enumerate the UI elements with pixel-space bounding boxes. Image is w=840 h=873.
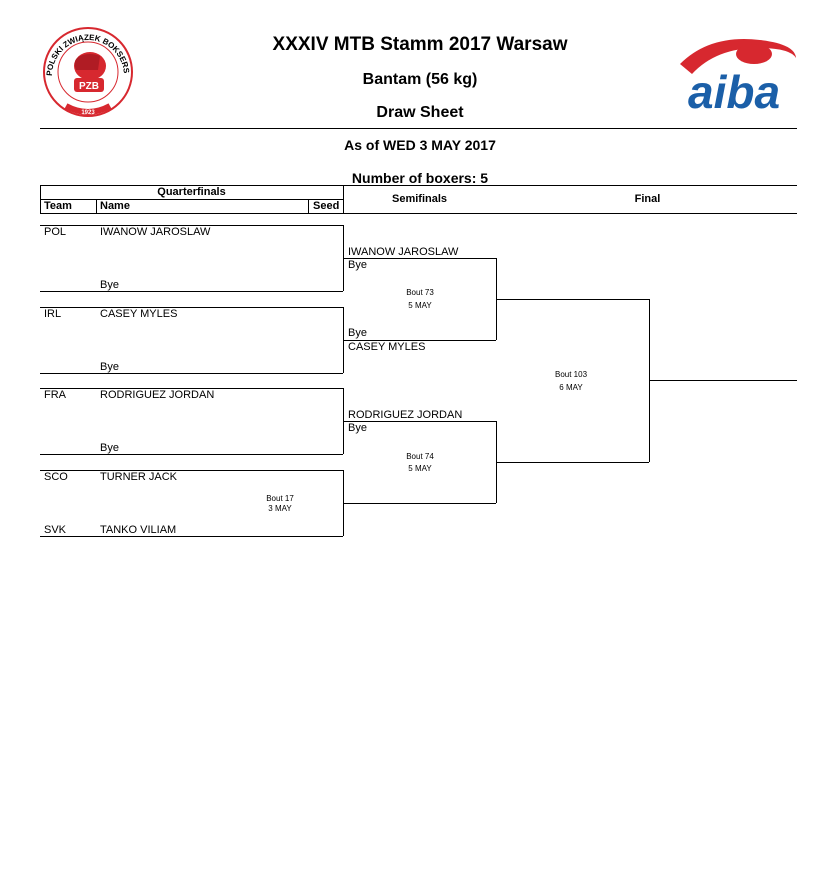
name-header: Name [100, 200, 130, 212]
aiba-logo-text: aiba [688, 66, 780, 114]
quarterfinals-header: Quarterfinals [157, 186, 226, 198]
qf-team: SCO [44, 471, 68, 483]
final-bout-number: Bout 103 [554, 370, 588, 379]
header-divider [40, 128, 797, 129]
as-of-date: As of WED 3 MAY 2017 [344, 137, 496, 153]
qf-name: IWANOW JAROSLAW [100, 226, 211, 238]
pzb-badge-text: PZB [79, 81, 99, 92]
team-header: Team [44, 200, 72, 212]
qf-team: FRA [44, 389, 66, 401]
seed-header: Seed [313, 200, 340, 212]
semifinals-header: Semifinals [391, 193, 448, 205]
sf-bout-number: Bout 74 [406, 452, 434, 461]
qf-team: POL [44, 226, 67, 238]
sf-top-name: RODRIGUEZ JORDAN [348, 409, 463, 421]
sheet-title: Draw Sheet [376, 104, 464, 121]
sf-top-sub: Bye [348, 259, 367, 271]
sf-bottom-name: CASEY MYLES [348, 341, 426, 353]
weight-class: Bantam (56 kg) [362, 71, 478, 88]
pzb-year: 1923 [81, 110, 95, 116]
sf-bout-date: 5 MAY [408, 301, 432, 310]
qf-name: RODRIGUEZ JORDAN [100, 389, 215, 401]
final-bout-date: 6 MAY [559, 383, 583, 392]
event-title: XXXIV MTB Stamm 2017 Warsaw [272, 34, 568, 55]
boxer-count: Number of boxers: 5 [351, 170, 489, 186]
sf-bout-date: 5 MAY [408, 464, 432, 473]
sf-bout-number: Bout 73 [406, 288, 434, 297]
pzb-logo: POLSKI ZWIĄZEK BOKSERSKI PZB 1923 [35, 19, 138, 122]
qf-name: CASEY MYLES [100, 308, 178, 320]
aiba-logo: aiba [670, 34, 800, 118]
qf-opponent: Bye [100, 361, 119, 373]
qf-opponent: Bye [100, 279, 119, 291]
qf-name: TANKO VILIAM [100, 524, 177, 536]
qf-team: IRL [44, 308, 62, 320]
sf-top-sub: Bye [348, 422, 367, 434]
sf-bottom-pre: Bye [348, 327, 367, 339]
qf-bout-date: 3 MAY [268, 504, 292, 513]
qf-bout-number: Bout 17 [266, 494, 294, 503]
qf-name: TURNER JACK [100, 471, 178, 483]
final-header: Final [634, 193, 661, 205]
qf-team: SVK [44, 524, 67, 536]
qf-opponent: Bye [100, 442, 119, 454]
sf-top-name: IWANOW JAROSLAW [348, 246, 459, 258]
